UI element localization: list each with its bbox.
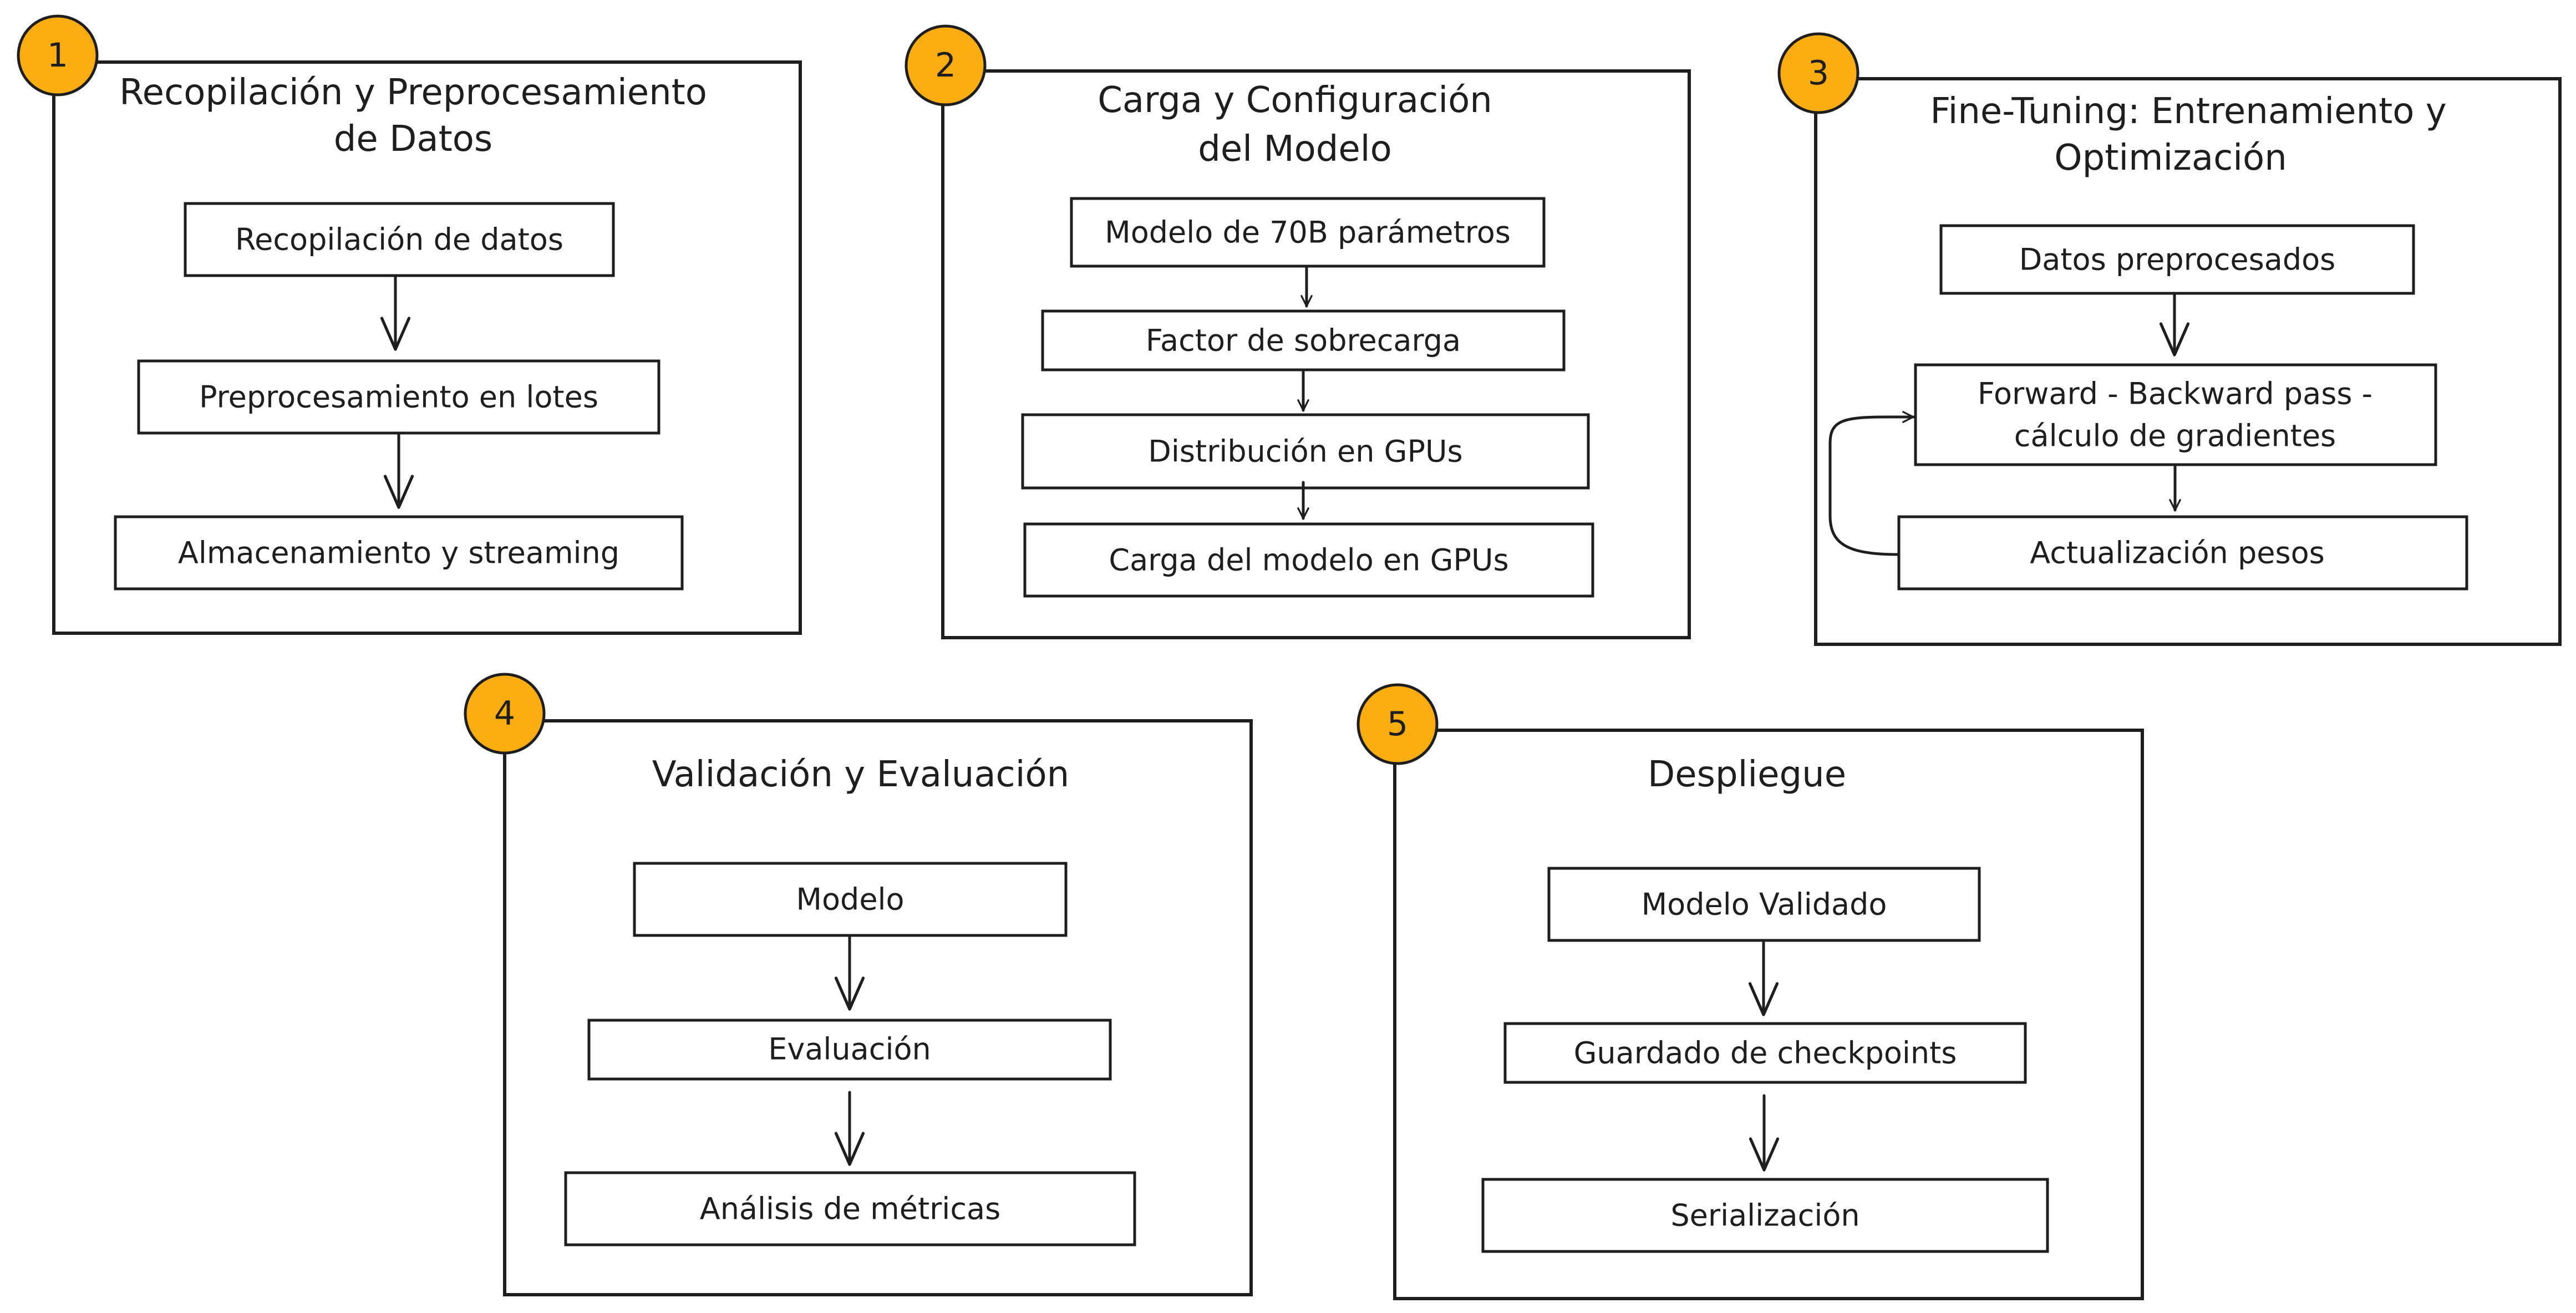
panel-4-step-2-box (587, 1019, 1112, 1081)
panel-1-step-3-label: Almacenamiento y streaming (178, 536, 619, 571)
panel-5: Despliegue Modelo Validado Guardado de c… (1356, 683, 2144, 1300)
panel-4-step-1-label: Modelo (796, 882, 904, 917)
panel-2-step-3-box (1021, 413, 1590, 490)
panel-3-loop-arrow (1828, 411, 1915, 556)
panel-1-step-1-label: Recopilación de datos (235, 222, 563, 257)
panel-5-number: 5 (1387, 705, 1408, 744)
panel-2-number-badge (905, 24, 987, 106)
panel-5-step-3-label: Serialización (1670, 1198, 1859, 1233)
panel-5-title-line-1: Despliegue (1648, 754, 1846, 795)
panel-2-step-1-box (1070, 197, 1546, 268)
panel-2-step-1-label: Modelo de 70B parámetros (1105, 215, 1511, 250)
panel-2-step-2-label: Factor de sobrecarga (1146, 323, 1461, 358)
panel-3-title-line-1: Fine-Tuning: Entrenamiento y (1930, 91, 2446, 132)
panel-2-title-line-1: Carga y Configuración (1098, 80, 1492, 121)
panel-2-frame (941, 69, 1691, 639)
panel-5-step-3-box (1481, 1178, 2049, 1253)
panel-5-step-2-box (1503, 1022, 2027, 1084)
panel-1-frame (52, 60, 802, 635)
panel-5-step-1-box (1547, 867, 1981, 942)
panel-4-title-line-1: Validación y Evaluación (652, 754, 1069, 795)
panel-5-number-badge (1356, 683, 1439, 765)
panel-1: Recopilación y Preprocesamiento de Datos… (17, 14, 802, 635)
panel-1-step-2-label: Preprocesamiento en lotes (199, 380, 598, 415)
panel-2-step-4-box (1023, 522, 1594, 598)
panel-3: Fine-Tuning: Entrenamiento y Optimizació… (1777, 32, 2562, 646)
panel-4-step-3-label: Análisis de métricas (700, 1192, 1000, 1227)
panel-3-step-3-box (1897, 515, 2468, 591)
panel-3-step-1-box (1939, 224, 2415, 295)
panel-3-step-3-label: Actualización pesos (2030, 536, 2325, 571)
panel-1-title-line-2: de Datos (334, 119, 492, 160)
panel-1-number: 1 (47, 36, 68, 75)
panel-2-number: 2 (935, 46, 956, 85)
panel-3-step-2-label-line-1: Forward - Backward pass - (1978, 376, 2372, 411)
panel-1-number-badge (17, 14, 99, 96)
panel-3-step-2-box (1914, 363, 2437, 466)
panel-1-title-line-1: Recopilación y Preprocesamiento (119, 72, 707, 113)
panel-4-step-1-box (633, 862, 1068, 937)
panel-2-step-4-label: Carga del modelo en GPUs (1109, 543, 1508, 578)
panel-2-step-2-box (1041, 309, 1566, 371)
panel-3-frame (1814, 77, 2562, 646)
panel-5-step-1-label: Modelo Validado (1642, 887, 1887, 922)
panel-5-frame (1393, 729, 2144, 1300)
panel-4-frame (503, 719, 1253, 1296)
panel-3-title-line-2: Optimización (2054, 138, 2287, 179)
panel-1-step-3-box (114, 515, 684, 591)
panel-3-number: 3 (1808, 54, 1829, 93)
panel-2-title-line-2: del Modelo (1198, 129, 1391, 170)
panel-4-step-3-box (564, 1171, 1136, 1246)
panel-1-step-2-box (137, 359, 660, 435)
panel-1-step-1-box (184, 202, 615, 277)
panel-3-number-badge (1777, 32, 1859, 114)
panel-4: Validación y Evaluación Modelo Evaluació… (464, 673, 1253, 1296)
panel-2: Carga y Configuración del Modelo Modelo … (905, 24, 1691, 639)
panel-4-number-badge (464, 673, 546, 755)
panel-4-number: 4 (494, 694, 515, 733)
panel-5-step-2-label: Guardado de checkpoints (1574, 1036, 1957, 1071)
panel-3-step-2-label-line-2: cálculo de gradientes (2014, 419, 2336, 454)
panel-3-step-1-label: Datos preprocesados (2019, 242, 2336, 277)
panel-4-step-2-label: Evaluación (768, 1032, 931, 1067)
panel-2-step-3-label: Distribución en GPUs (1148, 434, 1462, 469)
